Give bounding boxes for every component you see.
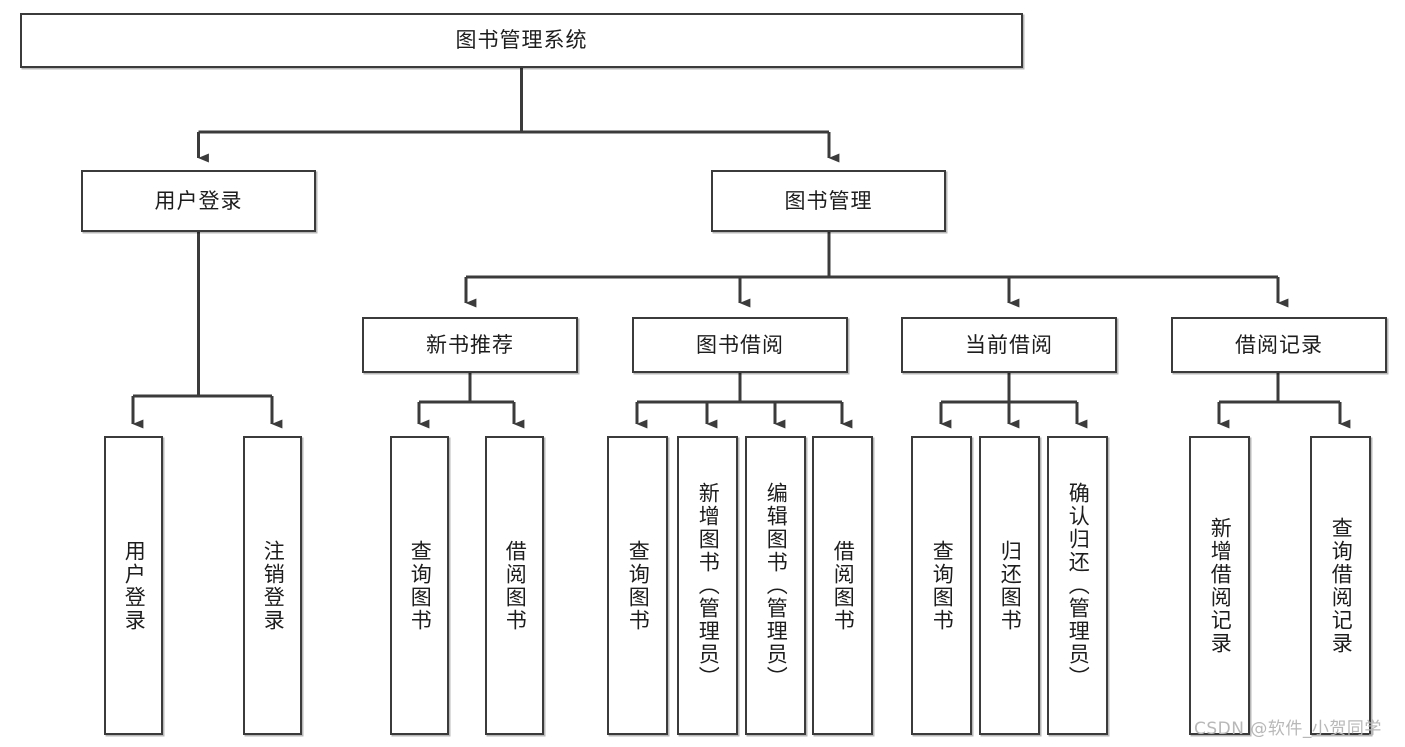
connector-group-book-management: [464, 232, 1289, 308]
node-borrow-record-label: 借阅记录: [1235, 332, 1323, 357]
node-new-book-recommend-label: 新书推荐: [426, 332, 514, 357]
node-leaf-borrow-book-1-label: 借阅图书: [503, 539, 528, 632]
node-leaf-return-book-label: 归还图书: [998, 539, 1023, 632]
node-leaf-return-book[interactable]: 归还图书: [979, 436, 1040, 735]
node-user-login-label: 用户登录: [154, 188, 243, 213]
node-book-borrow-label: 图书借阅: [696, 332, 784, 357]
node-leaf-edit-book[interactable]: 编辑图书（管理员）: [745, 436, 806, 735]
node-leaf-add-record-label: 新增借阅记录: [1208, 516, 1233, 655]
connector-group-new-book-recommend: [417, 373, 525, 429]
node-borrow-record[interactable]: 借阅记录: [1171, 317, 1387, 373]
node-book-borrow[interactable]: 图书借阅: [632, 317, 848, 373]
node-leaf-add-book[interactable]: 新增图书（管理员）: [677, 436, 738, 735]
node-leaf-logout-login-label: 注销登录: [261, 539, 286, 632]
connector-group-borrow-record: [1217, 373, 1351, 429]
node-leaf-borrow-book-2[interactable]: 借阅图书: [812, 436, 873, 735]
node-user-login[interactable]: 用户登录: [81, 170, 316, 232]
node-current-borrow[interactable]: 当前借阅: [901, 317, 1117, 373]
node-leaf-query-record[interactable]: 查询借阅记录: [1310, 436, 1371, 735]
connector-group-root: [197, 68, 840, 163]
node-root-label: 图书管理系统: [455, 28, 588, 52]
node-book-management-label: 图书管理: [784, 188, 873, 213]
node-leaf-add-book-label: 新增图书（管理员）: [696, 482, 721, 689]
node-leaf-borrow-book-2-label: 借阅图书: [831, 539, 856, 632]
node-current-borrow-label: 当前借阅: [965, 332, 1053, 357]
node-book-management[interactable]: 图书管理: [711, 170, 946, 232]
node-leaf-query-book-3-label: 查询图书: [930, 539, 955, 632]
node-leaf-user-login[interactable]: 用户登录: [104, 436, 163, 735]
node-leaf-confirm-return-label: 确认归还（管理员）: [1066, 482, 1091, 689]
connector-group-user-login: [131, 232, 283, 429]
node-leaf-query-book-1[interactable]: 查询图书: [390, 436, 449, 735]
node-leaf-add-record[interactable]: 新增借阅记录: [1189, 436, 1250, 735]
connector-group-book-borrow: [635, 373, 853, 429]
node-leaf-confirm-return[interactable]: 确认归还（管理员）: [1047, 436, 1108, 735]
node-leaf-query-book-3[interactable]: 查询图书: [911, 436, 972, 735]
node-leaf-borrow-book-1[interactable]: 借阅图书: [485, 436, 544, 735]
node-leaf-query-book-1-label: 查询图书: [408, 539, 433, 632]
node-leaf-user-login-label: 用户登录: [122, 539, 147, 632]
node-leaf-query-record-label: 查询借阅记录: [1329, 516, 1354, 655]
node-leaf-query-book-2-label: 查询图书: [626, 539, 651, 632]
node-new-book-recommend[interactable]: 新书推荐: [362, 317, 578, 373]
node-leaf-edit-book-label: 编辑图书（管理员）: [764, 482, 789, 689]
node-root[interactable]: 图书管理系统: [20, 13, 1023, 68]
connector-group-current-borrow: [939, 373, 1088, 429]
node-leaf-query-book-2[interactable]: 查询图书: [607, 436, 668, 735]
node-leaf-logout-login[interactable]: 注销登录: [243, 436, 302, 735]
